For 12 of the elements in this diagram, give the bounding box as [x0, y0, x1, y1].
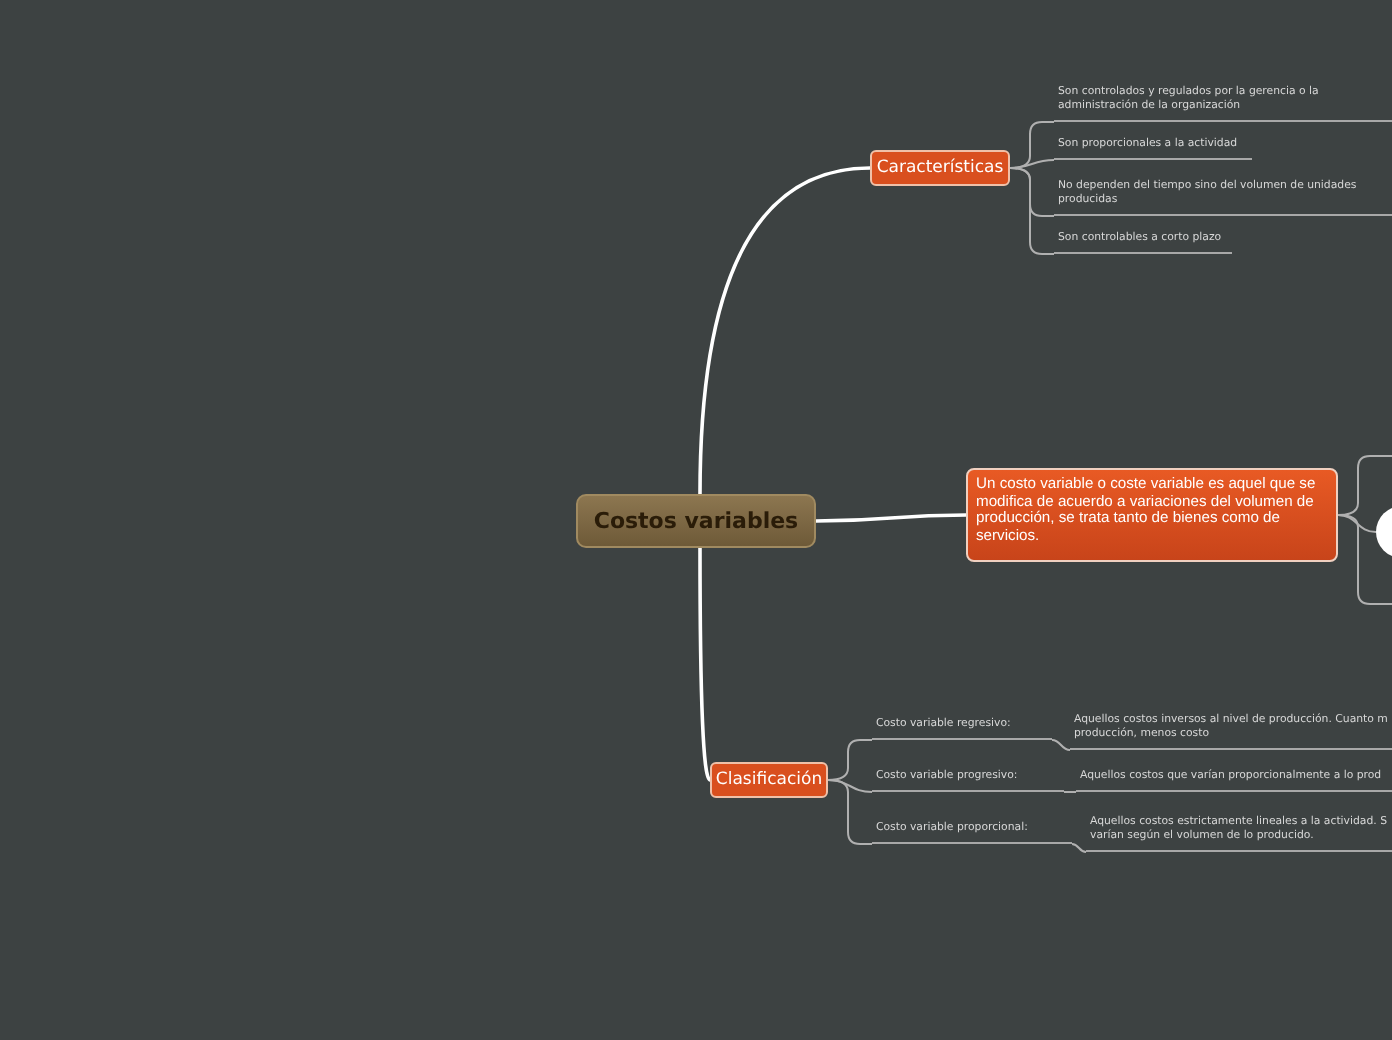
connector-line — [1071, 843, 1087, 853]
connector-line — [1051, 739, 1071, 751]
connector-line — [1337, 514, 1377, 533]
connector-line — [698, 166, 871, 495]
topic-box: Características — [870, 150, 1010, 186]
connector-line — [698, 548, 712, 782]
topic-box: Clasificación — [710, 762, 828, 798]
central-topic: Costos variables — [576, 494, 816, 548]
connector-line — [1009, 167, 1055, 255]
connector-line — [1337, 514, 1392, 605]
connector-line — [816, 513, 966, 523]
connector-line — [1063, 791, 1077, 793]
